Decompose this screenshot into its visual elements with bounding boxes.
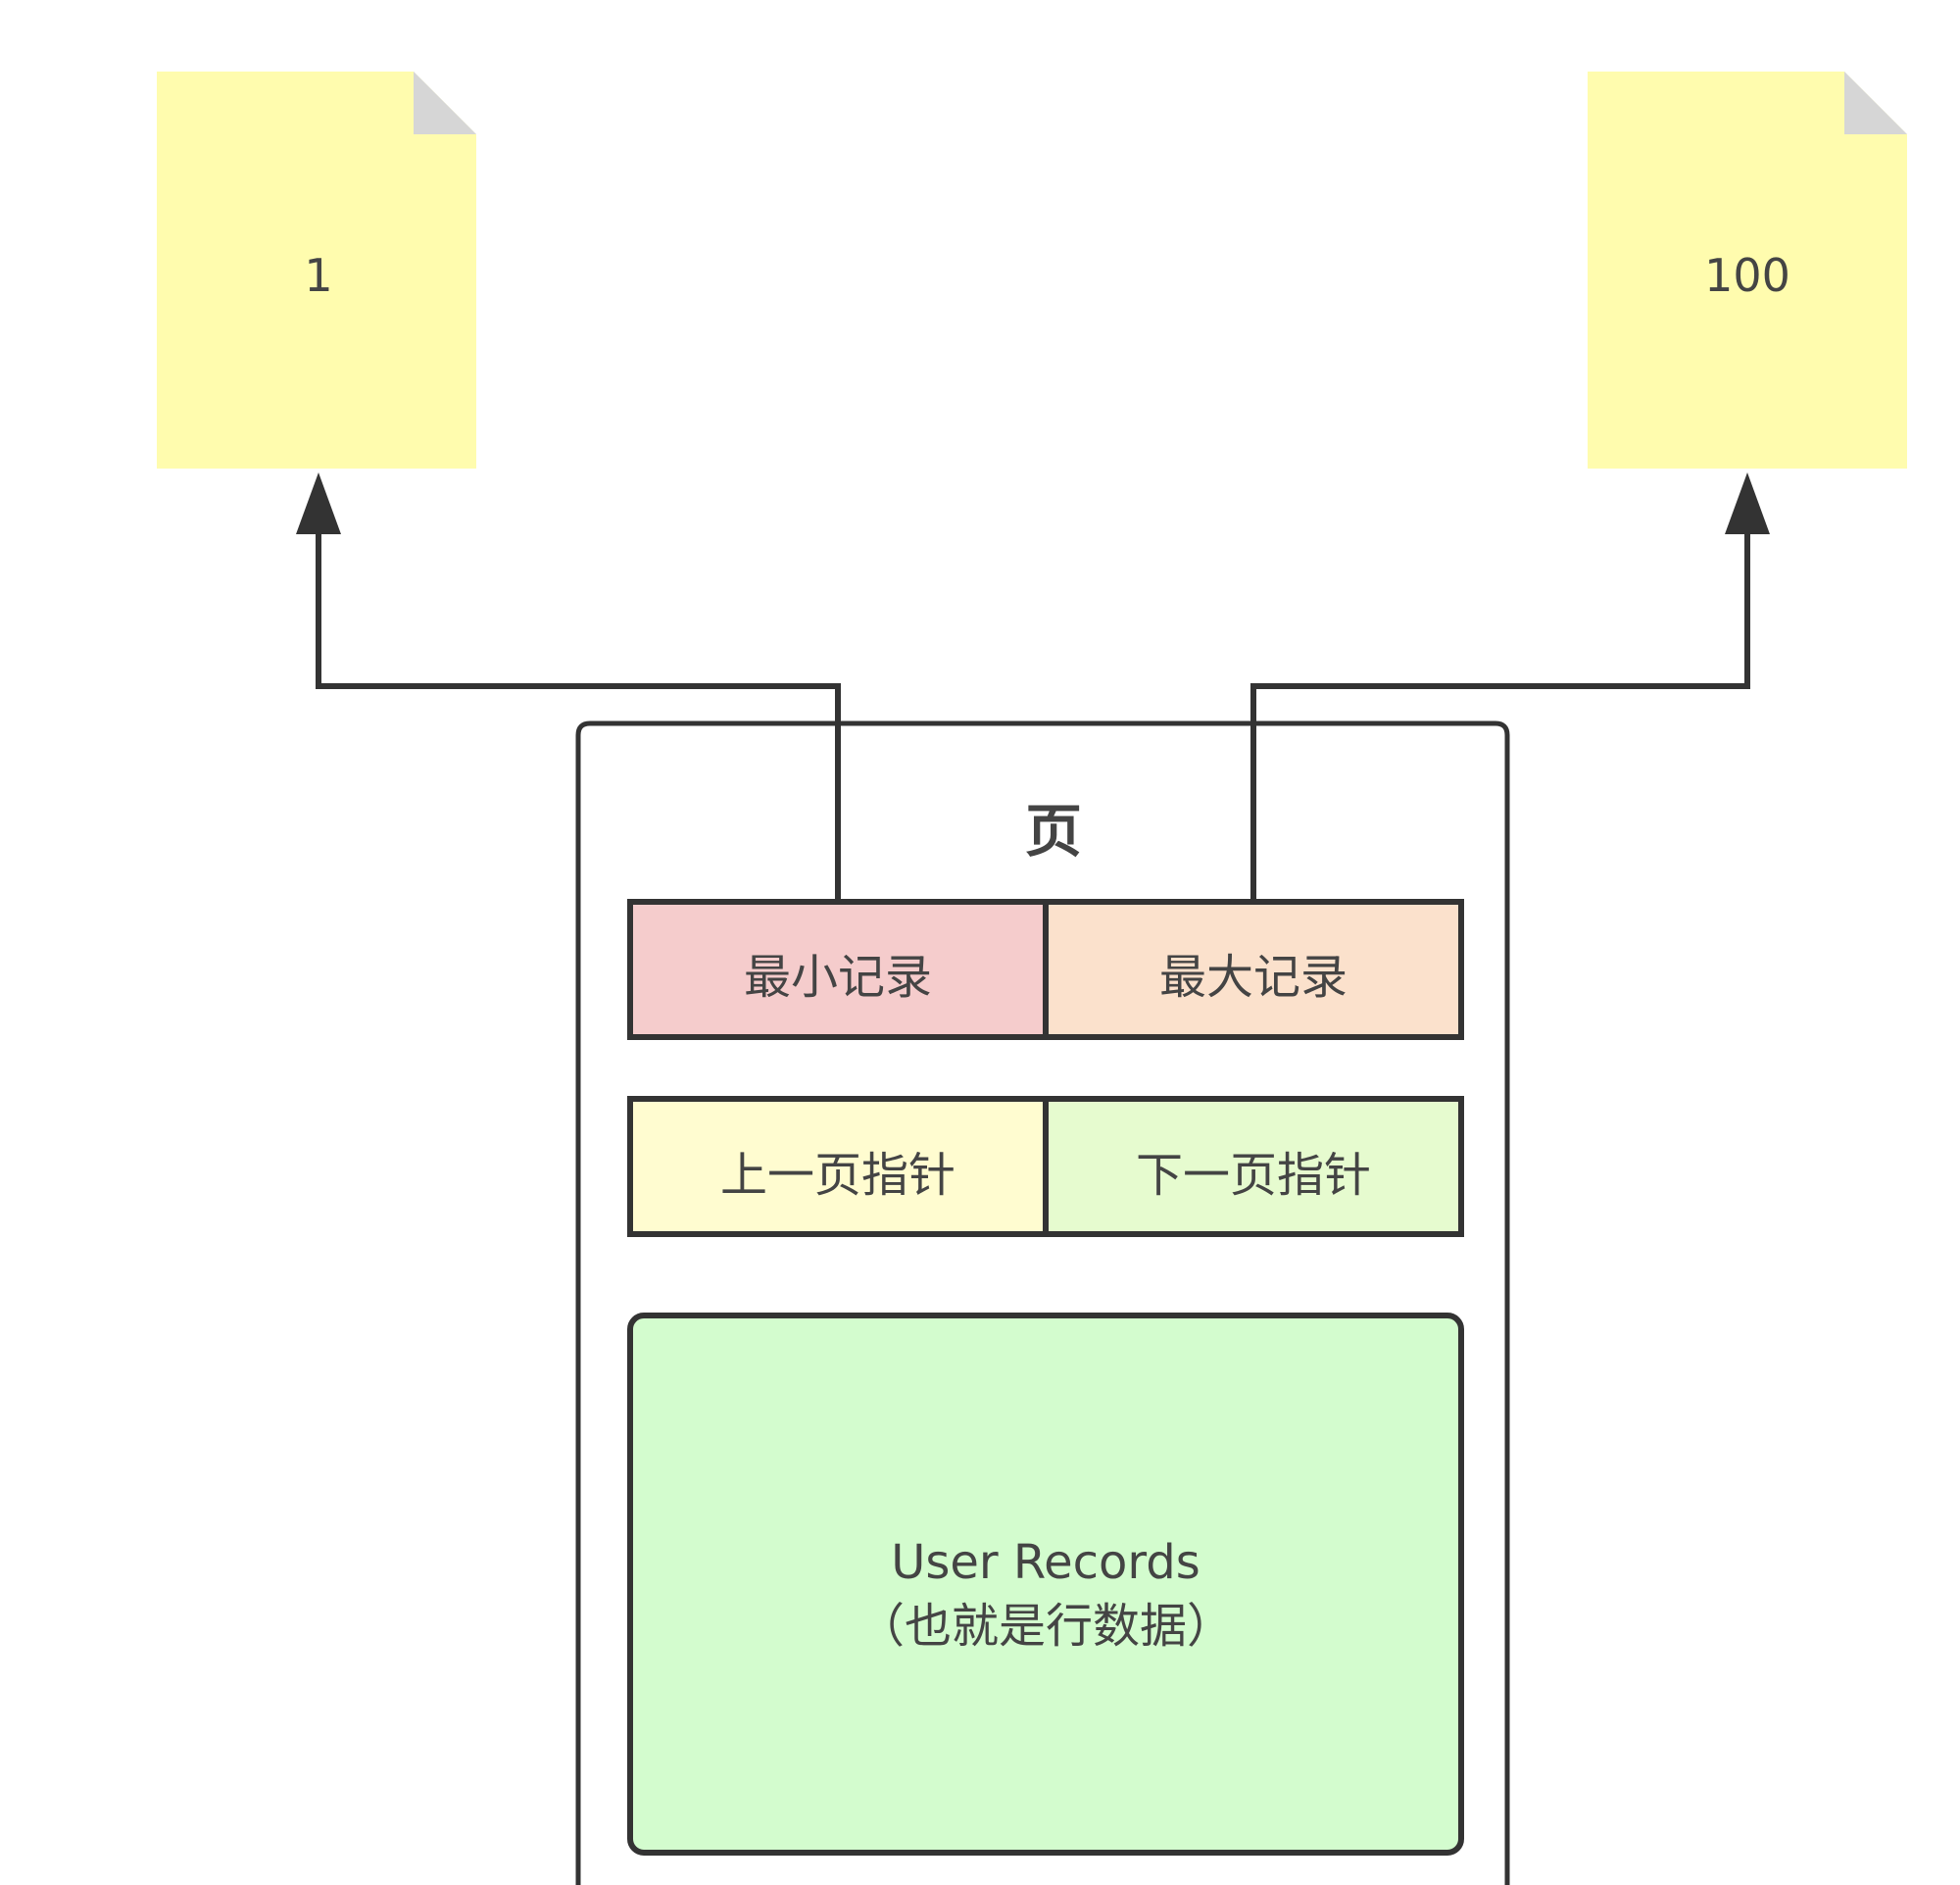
document-right: 100 bbox=[1588, 72, 1907, 469]
document-right-fold-icon bbox=[1844, 72, 1907, 134]
max-record-arrowhead-icon bbox=[1725, 472, 1770, 534]
next-pointer-cell bbox=[1043, 1096, 1464, 1237]
max-record-label: 最大记录 bbox=[1159, 950, 1348, 1005]
min-record-label: 最小记录 bbox=[744, 950, 932, 1005]
document-left: 1 bbox=[157, 72, 476, 469]
page-title: 页 bbox=[1025, 798, 1082, 865]
document-right-body bbox=[1588, 72, 1907, 469]
user-records-box: User Records （也就是行数据） bbox=[627, 1313, 1464, 1856]
document-left-fold-icon bbox=[414, 72, 476, 134]
pointer-row: 上一页指针 下一页指针 bbox=[627, 1096, 1464, 1237]
document-right-label: 100 bbox=[1704, 249, 1790, 302]
user-records-subtitle: （也就是行数据） bbox=[858, 1599, 1234, 1654]
document-left-label: 1 bbox=[304, 249, 332, 302]
min-record-connector bbox=[316, 529, 841, 902]
next-pointer-label: 下一页指针 bbox=[1136, 1148, 1371, 1203]
user-records-title: User Records bbox=[891, 1535, 1200, 1590]
prev-pointer-label: 上一页指针 bbox=[720, 1148, 956, 1203]
user-records-area bbox=[627, 1313, 1464, 1856]
min-record-arrowhead-icon bbox=[296, 472, 341, 534]
min-record-cell bbox=[627, 899, 1049, 1040]
page-container bbox=[575, 720, 1510, 1885]
document-left-body bbox=[157, 72, 476, 469]
record-row: 最小记录 最大记录 bbox=[627, 899, 1464, 1040]
max-record-connector bbox=[1250, 529, 1750, 902]
